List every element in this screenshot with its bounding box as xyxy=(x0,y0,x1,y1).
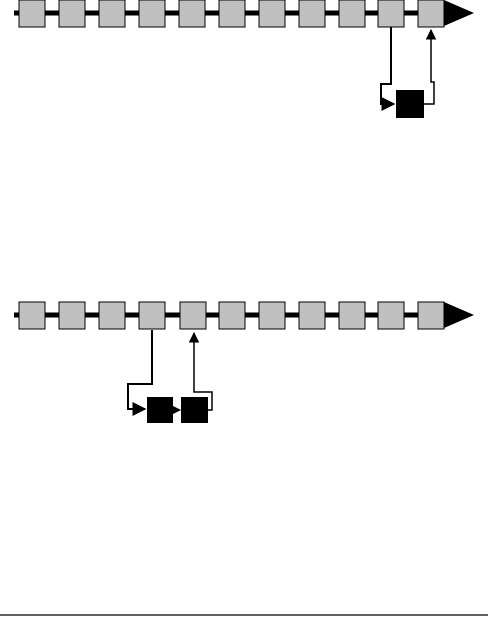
bottom-detour-node-2 xyxy=(181,397,208,423)
top-node-11 xyxy=(418,0,444,27)
bottom-node-6 xyxy=(219,302,245,329)
bottom-detour-node-1 xyxy=(147,397,173,423)
top-node-10 xyxy=(378,0,404,27)
bottom-node-7 xyxy=(259,302,285,329)
top-node-1 xyxy=(19,0,45,27)
bottom-node-8 xyxy=(299,302,325,329)
top-detour-node xyxy=(396,90,424,118)
top-node-7 xyxy=(259,0,285,27)
top-node-5 xyxy=(179,0,205,27)
top-sequence-diagram xyxy=(14,0,474,118)
top-node-8 xyxy=(299,0,325,27)
top-node-3 xyxy=(99,0,125,27)
top-axis-arrowhead xyxy=(444,0,474,26)
bottom-main-nodes xyxy=(19,302,444,329)
top-detour-return-line xyxy=(424,30,434,104)
bottom-sequence-diagram xyxy=(14,302,474,423)
top-node-9 xyxy=(339,0,365,27)
bottom-node-10 xyxy=(378,302,404,329)
top-main-nodes xyxy=(19,0,444,27)
bottom-node-3 xyxy=(99,302,125,329)
top-node-2 xyxy=(59,0,85,27)
bottom-node-5 xyxy=(180,302,206,329)
bottom-axis-arrowhead xyxy=(444,302,474,328)
bottom-node-9 xyxy=(339,302,365,329)
bottom-node-4 xyxy=(139,302,165,329)
bottom-node-11 xyxy=(418,302,444,329)
top-node-4 xyxy=(139,0,165,27)
bottom-node-2 xyxy=(59,302,85,329)
top-node-6 xyxy=(219,0,245,27)
bottom-node-1 xyxy=(19,302,45,329)
top-detour-out-line xyxy=(381,27,394,104)
